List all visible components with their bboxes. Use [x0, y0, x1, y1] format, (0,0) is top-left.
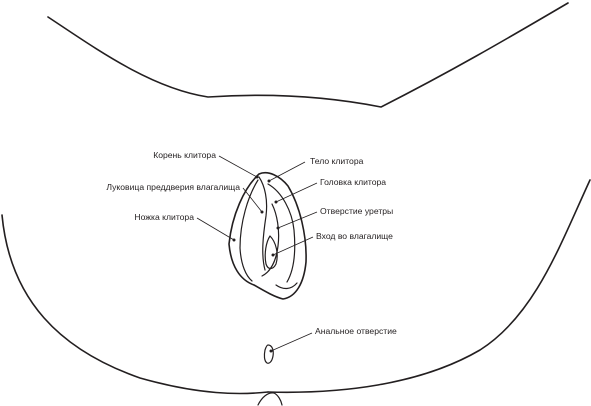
label-clitoris-crus: Ножка клитора: [134, 212, 194, 222]
abdomen-contour: [47, 2, 569, 108]
leader-vaginal-opening: [272, 236, 314, 256]
right-thigh-contour: [267, 179, 591, 394]
dot-clitoris-root: [255, 175, 259, 179]
leader-clitoris-body: [268, 161, 306, 182]
dot-vaginal-opening: [271, 253, 275, 257]
clitoral-hood: [258, 176, 268, 271]
labium-minus-right: [267, 183, 296, 283]
vulva: [228, 171, 307, 364]
leader-glans-clitoris: [275, 182, 318, 203]
leader-lines: [196, 155, 318, 353]
gluteal-cleft: [257, 392, 283, 406]
labium-left-inner: [239, 179, 259, 282]
dot-vestibular-bulb: [260, 210, 264, 214]
label-anal-opening: Анальное отверстие: [315, 326, 397, 336]
leader-clitoris-root: [218, 155, 258, 178]
dot-glans-clitoris: [274, 200, 278, 204]
anal-opening-shape: [263, 344, 274, 364]
label-vestibular-bulb: Луковица преддверия влагалища: [106, 182, 240, 192]
perineal-fold: [275, 282, 298, 290]
label-clitoris-body: Тело клитора: [310, 156, 364, 166]
dot-clitoris-body: [267, 179, 271, 183]
leader-vestibular-bulb: [242, 187, 263, 213]
vaginal-introitus: [264, 235, 278, 270]
leader-urethral-opening: [277, 211, 318, 229]
leader-anal-opening: [270, 332, 313, 352]
label-glans-clitoris: Головка клитора: [320, 177, 386, 187]
left-thigh-contour: [1, 214, 269, 395]
thigh-outline: [1, 179, 591, 406]
torso-outline: [47, 2, 569, 108]
labia-majora-outline: [228, 171, 307, 300]
label-vaginal-opening: Вход во влагалище: [316, 231, 393, 241]
label-urethral-opening: Отверстие уретры: [320, 206, 393, 216]
labels: Корень клитора Тело клитора Луковица пре…: [106, 150, 397, 336]
labium-minus-left: [261, 203, 280, 277]
label-clitoris-root: Корень клитора: [153, 150, 216, 160]
dot-clitoris-crus: [232, 238, 236, 242]
leader-clitoris-crus: [196, 217, 235, 241]
dot-anal-opening: [269, 349, 273, 353]
dot-urethral-opening: [276, 226, 280, 230]
